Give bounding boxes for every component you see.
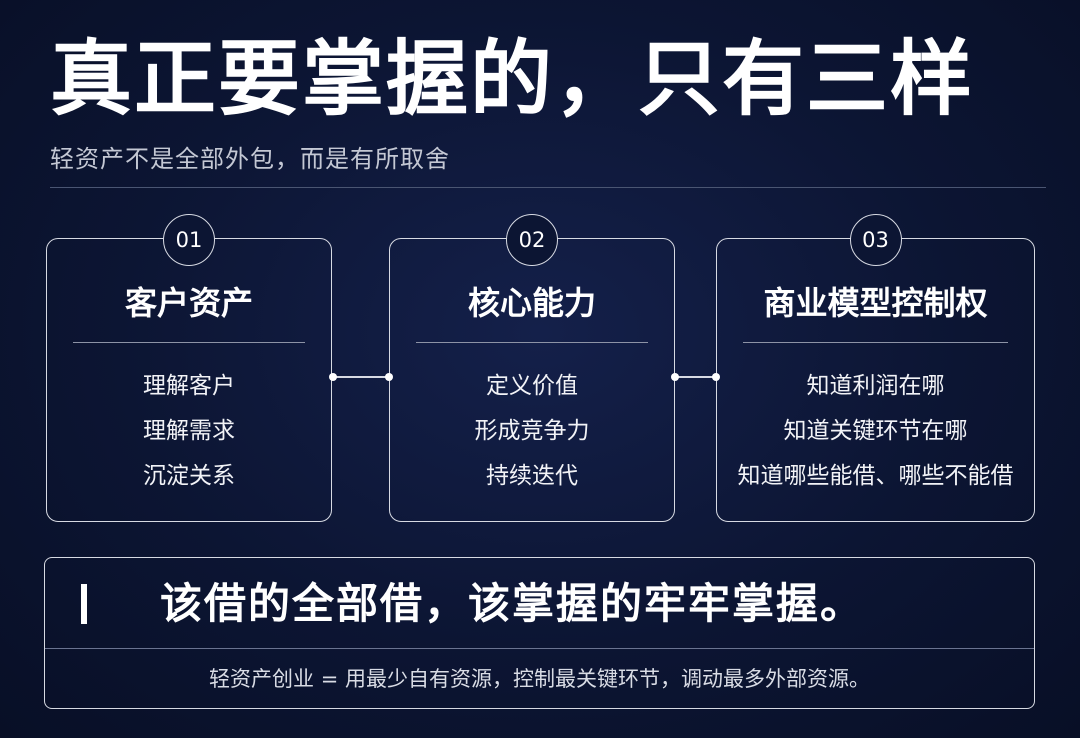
card-divider xyxy=(743,342,1008,343)
connector-dot xyxy=(385,373,393,381)
card-divider xyxy=(416,342,648,343)
connector-dot xyxy=(712,373,720,381)
card-item-list: 知道利润在哪 知道关键环节在哪 知道哪些能借、哪些不能借 xyxy=(717,364,1034,499)
card-number-badge: 01 xyxy=(163,214,215,266)
list-item: 持续迭代 xyxy=(486,463,578,489)
card-title: 商业模型控制权 xyxy=(763,284,988,322)
card-number-badge: 03 xyxy=(849,214,902,266)
list-item: 知道利润在哪 xyxy=(806,373,945,399)
list-item: 理解需求 xyxy=(143,418,235,444)
list-item: 定义价值 xyxy=(486,373,578,399)
page-subtitle: 轻资产不是全部外包，而是有所取舍 xyxy=(50,145,450,173)
list-item: 沉淀关系 xyxy=(143,463,235,489)
connector-line xyxy=(675,376,716,378)
footnote-text: 轻资产创业 = 用最少自有资源，控制最关键环节，调动最多外部资源。 xyxy=(209,667,870,691)
card-customer-assets: 01 客户资产 理解客户 理解需求 沉淀关系 xyxy=(46,214,332,522)
slogan-text: 该借的全部借，该掌握的牢牢掌握。 xyxy=(160,579,865,628)
card-title: 客户资产 xyxy=(124,284,253,322)
card-core-capability: 02 核心能力 定义价值 形成竞争力 持续迭代 xyxy=(389,214,675,522)
card-business-model-control: 03 商业模型控制权 知道利润在哪 知道关键环节在哪 知道哪些能借、哪些不能借 xyxy=(716,214,1035,522)
card-number-badge: 02 xyxy=(506,214,558,266)
summary-divider xyxy=(45,648,1034,649)
list-item: 理解客户 xyxy=(143,373,235,399)
list-item: 知道关键环节在哪 xyxy=(783,418,968,444)
list-item: 知道哪些能借、哪些不能借 xyxy=(737,463,1014,489)
summary-box: 该借的全部借，该掌握的牢牢掌握。 轻资产创业 = 用最少自有资源，控制最关键环节… xyxy=(44,557,1035,709)
card-item-list: 定义价值 形成竞争力 持续迭代 xyxy=(390,364,674,499)
connector-dot xyxy=(329,373,337,381)
list-item: 形成竞争力 xyxy=(474,418,590,444)
card-divider xyxy=(73,342,305,343)
connector-dot xyxy=(671,373,679,381)
card-item-list: 理解客户 理解需求 沉淀关系 xyxy=(47,364,331,499)
card-title: 核心能力 xyxy=(467,284,596,322)
page-title: 真正要掌握的，只有三样 xyxy=(50,32,975,127)
header-divider xyxy=(50,187,1046,188)
connector-line xyxy=(333,376,389,378)
slogan-accent-bar xyxy=(81,584,87,624)
